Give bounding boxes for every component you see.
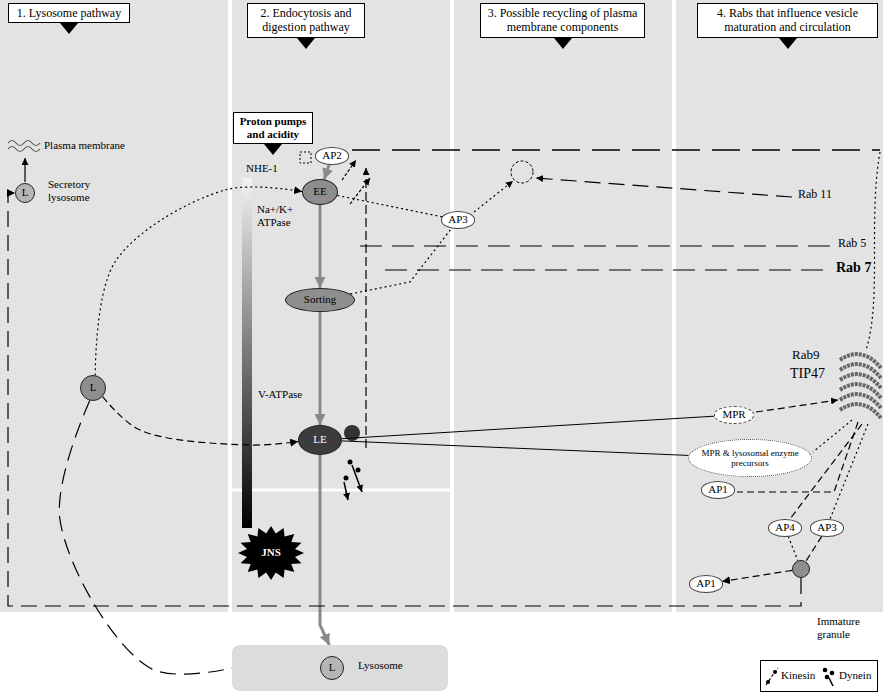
adaptor-oval: AP1 [701,481,735,498]
pump-box: Proton pumps and acidity [233,112,313,144]
node-text: MPR & lysosomal enzyme precursors [695,448,805,469]
node-text: AP3 [448,213,468,226]
node-text: Proton pumps and acidity [238,115,308,141]
blob-shape [238,526,304,580]
node-text: AP2 [322,149,342,162]
adaptor-oval: AP3 [441,211,475,228]
node-text: L [22,186,29,199]
connector [342,441,689,456]
dynein-icon [821,665,837,687]
connector [806,536,822,561]
label: NHE-1 [244,162,280,175]
exocytosis-arrow [24,158,25,182]
connector [320,455,329,645]
node-text: AP1 [696,577,716,590]
lysosome-circle: L [80,375,106,401]
label: Plasma membrane [42,139,127,152]
connector [337,196,442,217]
adaptor-oval: AP2 [315,147,349,164]
connector [319,205,322,288]
late-endosome: LE [298,425,342,455]
node-text: Lysosome [356,659,405,672]
jns-blob: JNS [238,526,304,580]
early-endosome: EE [302,179,338,205]
node-text: EE [313,185,326,198]
panels [0,0,883,612]
section-header: 3. Possible recycling of plasma membrane… [480,3,645,38]
node-text: LE [313,433,326,446]
node-text: L [329,661,336,674]
section-header: 1. Lysosome pathway [8,3,130,23]
rab-lines [360,152,880,519]
label: Rab 7 [834,260,873,276]
plasma-membrane-line [352,149,880,150]
lysosome-circle: L [320,656,344,680]
adaptor-oval: AP3 [810,519,844,536]
node-text: AP3 [817,521,837,534]
precursor-oval: MPR & lysosomal enzyme precursors [688,439,812,477]
node-text: Sorting [304,293,336,306]
granule-circle: Immature granule [792,560,810,578]
adaptor-oval: AP4 [768,519,802,536]
kinesin-marks [342,160,370,204]
label: Rab 5 [836,237,868,251]
connector [350,228,452,294]
node-text: L [90,381,97,394]
endocytic-vesicle [300,152,311,163]
sorting-oval: Sorting [285,288,355,312]
node-text: 4. Rabs that influence vesicle maturatio… [702,6,873,35]
legend-text: Kinesin [781,669,815,682]
node-text: 2. Endocytosis and digestion pathway [252,6,360,35]
label: Rab 11 [796,188,834,202]
connector [319,312,322,425]
section-header: 2. Endocytosis and digestion pathway [247,3,365,38]
node-text: AP1 [708,483,728,496]
connector [722,570,792,581]
lysosome-circle: LSecretory lysosome [15,183,35,203]
node-text: 3. Possible recycling of plasma membrane… [485,6,640,35]
node-text: AP4 [775,521,795,534]
label: Na+/K+ ATPase [255,203,305,228]
node-text: Secretory lysosome [46,178,112,203]
dynein-marks [344,460,363,501]
recycling-vesicle [511,161,533,183]
connector [342,416,714,438]
node-text: MPR [722,408,745,421]
legend-text: Dynein [839,669,871,682]
connector [59,401,232,675]
adaptor-oval: AP1 [689,575,723,592]
kinesin-icon [764,665,780,687]
legend-box: Kinesin Dynein [760,660,878,692]
mpr-oval: MPR [714,406,754,423]
acidity-gradient [242,178,252,528]
section-header: 4. Rabs that influence vesicle maturatio… [697,3,878,38]
lysosome-band: Lysosome L [232,645,448,691]
node-text: 1. Lysosome pathway [13,6,125,20]
connector [324,164,329,179]
label: TIP47 [788,366,827,382]
membrane-symbol [8,141,40,152]
label: Rab9 [790,348,821,363]
connector [103,397,298,445]
node-text: JNS [261,546,281,559]
label: V-ATPase [256,388,304,401]
node-text: Immature granule [815,615,877,640]
connector [788,536,797,560]
golgi-stack [840,354,881,418]
connector [8,193,801,606]
